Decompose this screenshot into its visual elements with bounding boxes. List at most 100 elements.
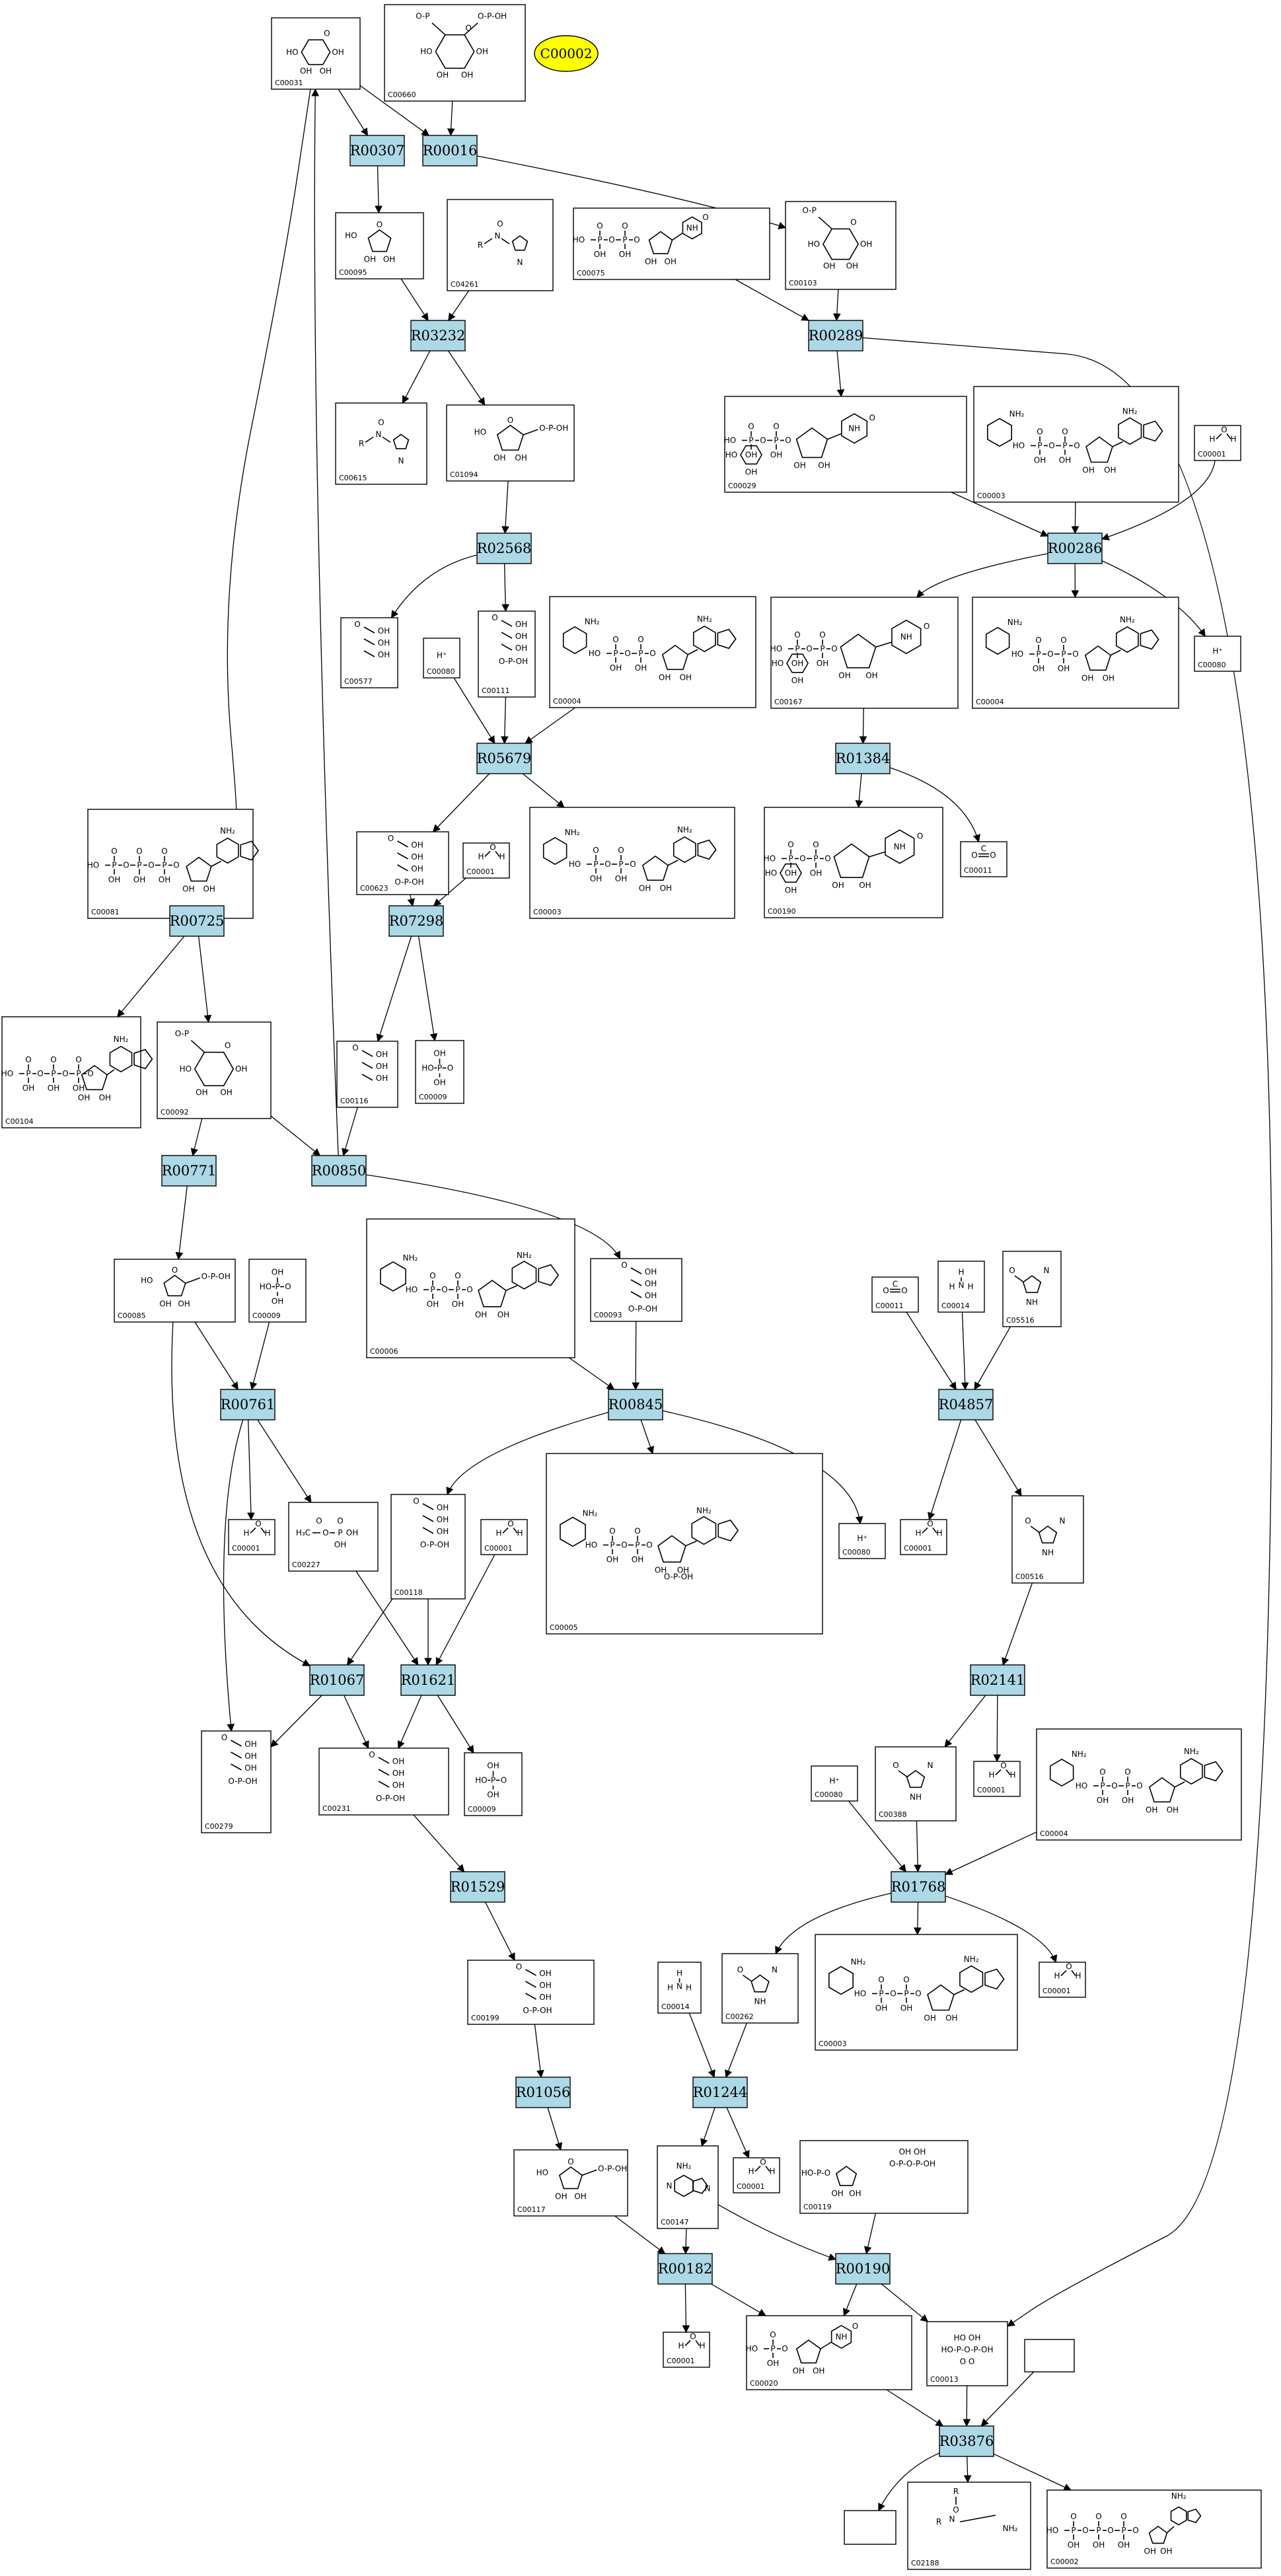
svg-text:N: N bbox=[517, 258, 523, 267]
reaction-r01529[interactable]: R01529 bbox=[450, 1871, 505, 1903]
reaction-r00771[interactable]: R00771 bbox=[161, 1155, 217, 1187]
reaction-r00182[interactable]: R00182 bbox=[657, 2253, 713, 2285]
edge-R04857-to-c00516 bbox=[974, 1419, 1022, 1496]
reaction-r01384[interactable]: R01384 bbox=[835, 743, 891, 774]
svg-text:OH: OH bbox=[73, 1084, 85, 1093]
compound-c-empty-a[interactable] bbox=[1024, 2339, 1075, 2373]
compound-c00080-a[interactable]: H⁺C00080 bbox=[423, 638, 460, 679]
edge-R00289-to-c00029 bbox=[836, 350, 845, 398]
compound-c00080-d[interactable]: H⁺C00080 bbox=[811, 1765, 858, 1802]
reaction-r04857[interactable]: R04857 bbox=[938, 1389, 994, 1420]
reaction-r07298[interactable]: R07298 bbox=[388, 905, 444, 937]
reaction-r00725[interactable]: R00725 bbox=[169, 905, 225, 937]
reaction-r02568[interactable]: R02568 bbox=[476, 533, 532, 564]
svg-text:O: O bbox=[890, 1989, 896, 1999]
reaction-r00761[interactable]: R00761 bbox=[220, 1389, 275, 1420]
reaction-box bbox=[835, 743, 891, 774]
reaction-r05679[interactable]: R05679 bbox=[476, 743, 532, 774]
reaction-r00289[interactable]: R00289 bbox=[808, 320, 863, 351]
reaction-r00850[interactable]: R00850 bbox=[311, 1155, 367, 1187]
compound-c-empty-b[interactable] bbox=[844, 2510, 897, 2545]
reaction-r01056[interactable]: R01056 bbox=[515, 2077, 571, 2108]
reaction-r00286[interactable]: R00286 bbox=[1047, 533, 1103, 564]
reaction-r00845[interactable]: R00845 bbox=[608, 1389, 663, 1420]
svg-text:O: O bbox=[1037, 427, 1043, 437]
reaction-r03876[interactable]: R03876 bbox=[939, 2425, 994, 2457]
reaction-r02141[interactable]: R02141 bbox=[970, 1664, 1025, 1696]
reaction-r01067[interactable]: R01067 bbox=[309, 1664, 365, 1696]
compound-c00080-c[interactable]: H⁺C00080 bbox=[838, 1523, 886, 1559]
reaction-r01768[interactable]: R01768 bbox=[891, 1871, 946, 1903]
reaction-r00190[interactable]: R00190 bbox=[835, 2253, 891, 2285]
reaction-r01621[interactable]: R01621 bbox=[400, 1664, 456, 1696]
reaction-r00016[interactable]: R00016 bbox=[422, 135, 478, 166]
compound-c00080-b[interactable]: H⁺C00080 bbox=[1194, 636, 1241, 672]
svg-text:O-P-OH: O-P-OH bbox=[201, 1272, 231, 1281]
reaction-r01244[interactable]: R01244 bbox=[692, 2077, 748, 2108]
reaction-r00307[interactable]: R00307 bbox=[349, 135, 405, 166]
reaction-r03232[interactable]: R03232 bbox=[410, 320, 466, 351]
